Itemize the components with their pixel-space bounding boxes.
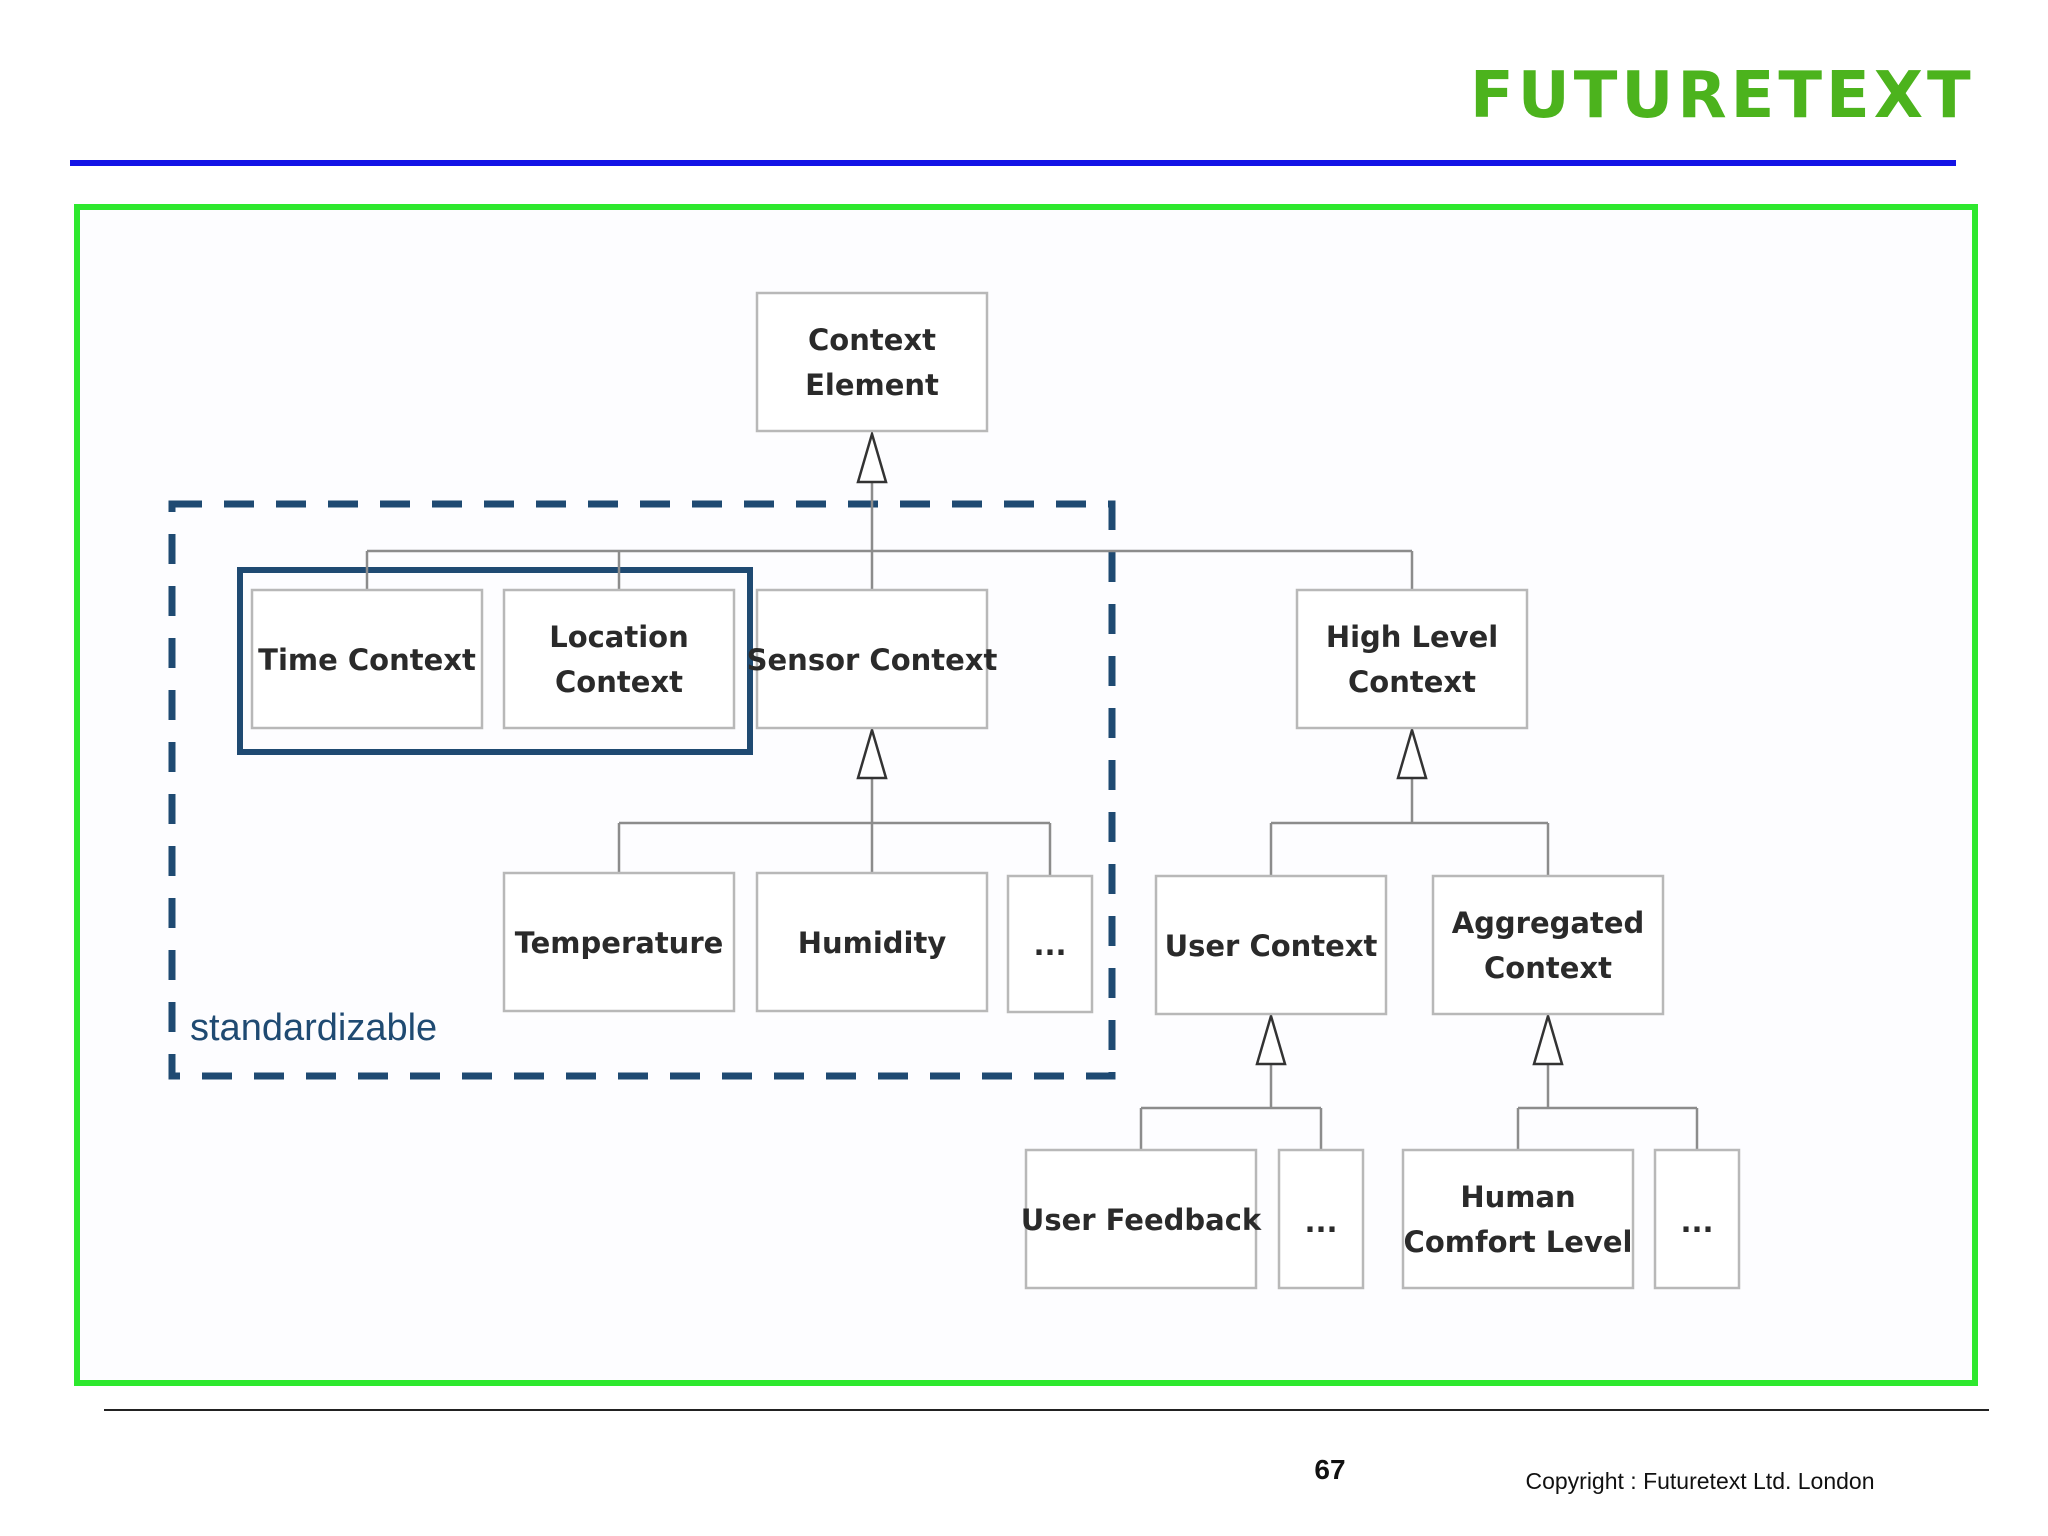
arrow-to-sensor-context xyxy=(856,725,888,780)
arrow-to-high-level-context xyxy=(1396,725,1428,780)
node-user-feedback: User Feedback xyxy=(1021,1148,1262,1290)
connectors xyxy=(365,482,1699,1150)
node-human-comfort-level: Human Comfort Level xyxy=(1401,1148,1635,1290)
svg-text:Aggregated: Aggregated xyxy=(1452,906,1645,940)
node-high-level-context: High Level Context xyxy=(1295,588,1529,730)
node-temperature: Temperature xyxy=(502,871,736,1013)
arrow-to-aggregated-context xyxy=(1532,1011,1564,1066)
node-location-context: Location Context xyxy=(502,588,736,730)
copyright-notice: Copyright : Futuretext Ltd. London xyxy=(1525,1468,1875,1494)
node-user-more: ... xyxy=(1277,1148,1365,1290)
svg-text:Temperature: Temperature xyxy=(515,926,724,960)
svg-text:...: ... xyxy=(1680,1205,1713,1239)
standardizable-group xyxy=(168,500,1116,1080)
svg-text:Context: Context xyxy=(555,665,683,699)
svg-text:Time Context: Time Context xyxy=(258,643,476,677)
node-context-element: Context Element xyxy=(755,291,989,433)
node-aggregated-more: ... xyxy=(1653,1148,1741,1290)
arrow-to-context-element xyxy=(856,429,888,484)
svg-text:...: ... xyxy=(1304,1205,1337,1239)
futuretext-logo: FUTURETEXT xyxy=(1470,59,1975,133)
svg-text:User Context: User Context xyxy=(1165,929,1378,963)
svg-text:High Level: High Level xyxy=(1326,620,1498,654)
svg-text:Context: Context xyxy=(1484,951,1612,985)
svg-text:Human: Human xyxy=(1460,1180,1575,1214)
footer-divider xyxy=(104,1409,1989,1411)
svg-text:Comfort Level: Comfort Level xyxy=(1404,1225,1633,1259)
node-sensor-context: Sensor Context xyxy=(747,588,998,730)
svg-text:Element: Element xyxy=(805,368,939,402)
svg-text:...: ... xyxy=(1033,928,1066,962)
svg-text:Humidity: Humidity xyxy=(798,926,947,960)
inheritance-arrows xyxy=(856,429,1564,1066)
svg-text:Location: Location xyxy=(549,620,689,654)
standardizable-label: standardizable xyxy=(190,1007,437,1049)
node-aggregated-context: Aggregated Context xyxy=(1431,874,1665,1016)
page-number: 67 xyxy=(1314,1454,1346,1485)
svg-text:Context: Context xyxy=(1348,665,1476,699)
time-location-group xyxy=(237,567,753,755)
svg-text:Sensor Context: Sensor Context xyxy=(747,643,998,677)
svg-text:User Feedback: User Feedback xyxy=(1021,1203,1262,1237)
header-divider xyxy=(70,160,1956,166)
node-humidity: Humidity xyxy=(755,871,989,1013)
arrow-to-user-context xyxy=(1255,1011,1287,1066)
node-user-context: User Context xyxy=(1154,874,1388,1016)
svg-text:Context: Context xyxy=(808,323,936,357)
node-time-context: Time Context xyxy=(250,588,484,730)
node-sensor-more: ... xyxy=(1006,874,1094,1014)
